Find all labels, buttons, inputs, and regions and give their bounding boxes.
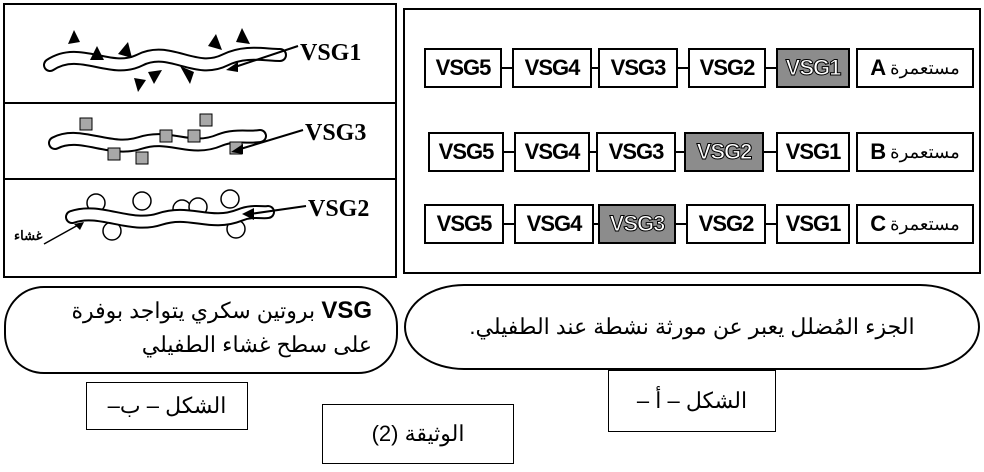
colony-letter-c: C xyxy=(870,211,887,236)
figure-a-caption: الشكل – أ – xyxy=(608,370,776,432)
arrow-vsg3 xyxy=(231,129,304,154)
arrow-vsg1 xyxy=(226,45,299,72)
arrow-membrane xyxy=(43,222,84,245)
document-caption: الوثيقة (2) xyxy=(322,404,514,464)
link-b-4 xyxy=(764,151,776,153)
gene-b-vsg3: VSG3 xyxy=(596,132,676,172)
label-vsg3: VSG3 xyxy=(305,120,367,146)
gene-c-vsg3-active: VSG3 xyxy=(598,204,676,244)
link-a-4 xyxy=(766,67,776,69)
gene-a-vsg4: VSG4 xyxy=(512,48,592,88)
gene-c-vsg1: VSG1 xyxy=(776,204,850,244)
gene-a-vsg3: VSG3 xyxy=(598,48,678,88)
link-c-2 xyxy=(594,223,598,225)
colony-label-b: B مستعمرة xyxy=(856,132,974,172)
colony-word-c: مستعمرة xyxy=(890,213,960,234)
label-vsg2: VSG2 xyxy=(308,196,370,222)
link-a-2 xyxy=(592,67,598,69)
figure-b-caption: الشكل – ب– xyxy=(86,382,248,430)
gene-b-vsg2-active: VSG2 xyxy=(684,132,764,172)
figure-a-note: الجزء المُضلل يعبر عن مورثة نشطة عند الط… xyxy=(404,284,980,370)
parasite-triangle-coat xyxy=(43,28,287,92)
figure-b-divider-1 xyxy=(3,102,397,104)
figure-a-frame xyxy=(403,8,981,274)
gene-b-vsg1: VSG1 xyxy=(776,132,850,172)
link-c-3 xyxy=(676,223,686,225)
link-a-3 xyxy=(678,67,688,69)
link-c-1 xyxy=(504,223,514,225)
colony-label-c: C مستعمرة xyxy=(856,204,974,244)
gene-a-vsg5: VSG5 xyxy=(424,48,502,88)
figure-b-note-line1: VSG بروتين سكري يتواجد بوفرة xyxy=(20,294,372,328)
figure-b-divider-2 xyxy=(3,178,397,180)
gene-a-vsg2: VSG2 xyxy=(688,48,766,88)
gene-b-vsg4: VSG4 xyxy=(514,132,590,172)
gene-c-vsg4: VSG4 xyxy=(514,204,594,244)
gene-c-vsg2: VSG2 xyxy=(686,204,766,244)
colony-letter-b: B xyxy=(870,139,887,164)
label-membrane: غشاء xyxy=(14,228,43,243)
colony-word-a: مستعمرة xyxy=(890,57,960,78)
gene-c-vsg5: VSG5 xyxy=(424,204,504,244)
colony-label-a: A مستعمرة xyxy=(856,48,974,88)
gene-a-vsg1-active: VSG1 xyxy=(776,48,850,88)
link-c-4 xyxy=(766,223,776,225)
link-b-1 xyxy=(504,151,514,153)
arrow-vsg2 xyxy=(242,205,307,220)
figure-b-note-line2: على سطح غشاء الطفيلي xyxy=(141,332,372,357)
gene-b-vsg5: VSG5 xyxy=(428,132,504,172)
link-b-2 xyxy=(590,151,596,153)
figure-b-note-text1: بروتين سكري يتواجد بوفرة xyxy=(71,298,316,323)
figure-b-note-bold: VSG xyxy=(321,297,372,324)
link-a-1 xyxy=(502,67,512,69)
parasite-square-coat xyxy=(48,113,267,165)
figure-a-note-text: الجزء المُضلل يعبر عن مورثة نشطة عند الط… xyxy=(469,314,915,339)
link-b-3 xyxy=(676,151,684,153)
colony-word-b: مستعمرة xyxy=(890,141,960,162)
colony-letter-a: A xyxy=(870,55,887,80)
figure-b-frame xyxy=(3,3,397,278)
figure-b-note: VSG بروتين سكري يتواجد بوفرة على سطح غشا… xyxy=(4,286,398,374)
label-vsg1: VSG1 xyxy=(300,40,362,66)
